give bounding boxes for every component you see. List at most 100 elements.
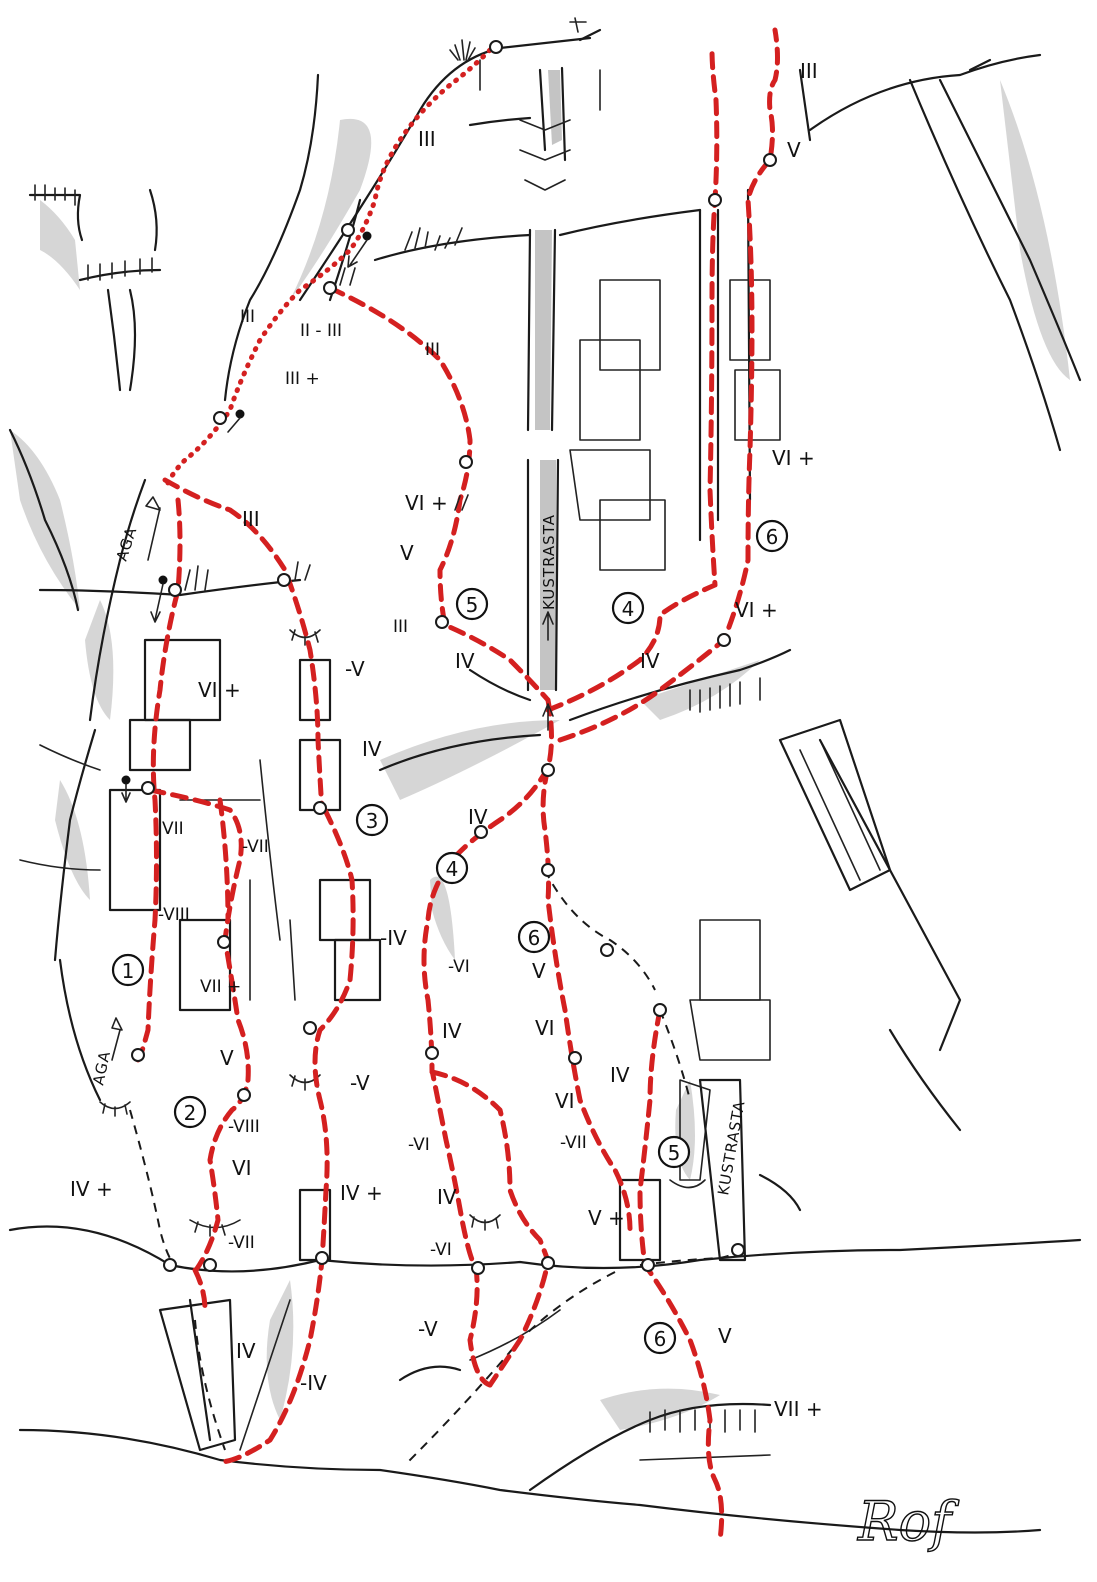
grade-label: -VIII — [158, 905, 190, 925]
shrub-icon — [454, 494, 469, 511]
belay-station — [541, 863, 555, 877]
grade-label: -VII — [242, 837, 269, 857]
grade-label: III — [425, 340, 440, 360]
grade-label: III — [242, 507, 260, 531]
grade-label: IV + — [70, 1177, 113, 1201]
shrub-icon — [449, 39, 476, 61]
abseil-arrow-icon — [347, 239, 368, 268]
grade-label: III — [418, 127, 436, 151]
up-arrow-icon — [542, 611, 554, 641]
grade-label: VI — [535, 1016, 555, 1040]
route-lower-left — [192, 1267, 208, 1313]
abseil-arrow-icon — [121, 783, 131, 803]
route-2 — [147, 787, 251, 1273]
belay-station — [641, 1258, 655, 1272]
grade-label: VII — [162, 819, 184, 839]
grade-label: III — [240, 307, 255, 327]
route-number-marker: 5 — [455, 587, 489, 621]
up-arrow-icon — [111, 1017, 123, 1061]
grade-label: VI + — [405, 491, 448, 515]
grade-label: VII + — [774, 1397, 823, 1421]
belay-station — [568, 1051, 582, 1065]
belay-station — [168, 583, 182, 597]
grade-label: VII + — [200, 977, 241, 997]
svg-text:6: 6 — [654, 1327, 667, 1351]
belay-station — [237, 1088, 251, 1102]
belay-station — [315, 1251, 329, 1265]
svg-text:5: 5 — [466, 593, 479, 617]
abseil-arrow-icon — [150, 583, 164, 623]
grade-label: IV — [442, 1019, 462, 1043]
route-number-marker: 4 — [435, 851, 469, 885]
route-4b — [429, 1069, 551, 1388]
route-number-marker: 6 — [755, 519, 789, 553]
belay-station — [459, 455, 473, 469]
grade-label: -VII — [228, 1233, 255, 1253]
grade-label: -VI — [430, 1240, 452, 1260]
route-lines — [135, 27, 780, 1543]
grade-label: VI + — [735, 598, 778, 622]
bolt-icon — [362, 231, 372, 241]
grade-label: IV — [437, 1185, 457, 1209]
aga-label: AGA — [89, 1049, 114, 1087]
route-number-marker: 6 — [517, 920, 551, 954]
route-number-marker: 2 — [173, 1095, 207, 1129]
belay-station — [203, 1258, 217, 1272]
grade-label: -V — [350, 1071, 370, 1095]
grade-label: III — [800, 59, 818, 83]
route-number-marker: 5 — [657, 1135, 691, 1169]
grade-label: V — [718, 1324, 732, 1348]
belay-station — [217, 935, 231, 949]
shrub-icon — [339, 267, 356, 286]
belay-station — [341, 223, 355, 237]
grade-label: VI — [232, 1156, 252, 1180]
route-number-marker: 3 — [355, 803, 389, 837]
grade-label: III + — [285, 369, 320, 389]
belay-station — [731, 1243, 745, 1257]
grade-label: IV + — [340, 1181, 383, 1205]
route-6-upper — [557, 27, 780, 743]
rock-outline — [8, 17, 1082, 1534]
belay-station — [141, 781, 155, 795]
grade-label: -VIII — [228, 1117, 260, 1137]
up-arrow-icon — [145, 496, 161, 561]
route-5 — [327, 285, 551, 703]
svg-text:3: 3 — [366, 809, 379, 833]
grade-label: -VII — [560, 1133, 587, 1153]
bolt-icon — [158, 575, 168, 585]
grade-label: VI — [555, 1089, 575, 1113]
belay-station — [541, 1256, 555, 1270]
grade-label: -VI — [448, 957, 470, 977]
belay-station — [763, 153, 777, 167]
belays — [111, 39, 777, 1275]
descent-lines — [129, 869, 739, 1466]
route-3 — [219, 807, 356, 1465]
grade-label: V — [400, 541, 414, 565]
grade-label: IV — [455, 649, 475, 673]
route-number-marker: 1 — [111, 953, 145, 987]
grade-label: V + — [588, 1206, 625, 1230]
svg-text:2: 2 — [184, 1101, 197, 1125]
belay-station — [489, 40, 503, 54]
shrub-icon — [184, 565, 209, 591]
grade-label: IV — [236, 1339, 256, 1363]
belay-station — [474, 825, 488, 839]
belay-station — [303, 1021, 317, 1035]
belay-station — [425, 1046, 439, 1060]
belay-station — [213, 411, 227, 425]
belay-station — [313, 801, 327, 815]
grade-labels: III III III II - III III III + III VI + … — [70, 59, 823, 1421]
belay-station — [471, 1261, 485, 1275]
belay-station — [653, 1003, 667, 1017]
grade-label: -VI — [408, 1135, 430, 1155]
svg-text:5: 5 — [668, 1141, 681, 1165]
grade-label: VI + — [198, 678, 241, 702]
grade-label: IV — [640, 649, 660, 673]
belay-station — [541, 763, 555, 777]
svg-text:6: 6 — [528, 926, 541, 950]
abseil-arrow-icon — [227, 417, 241, 433]
grade-label: II - III — [300, 321, 342, 341]
belay-station — [131, 1048, 145, 1062]
svg-text:6: 6 — [766, 525, 779, 549]
